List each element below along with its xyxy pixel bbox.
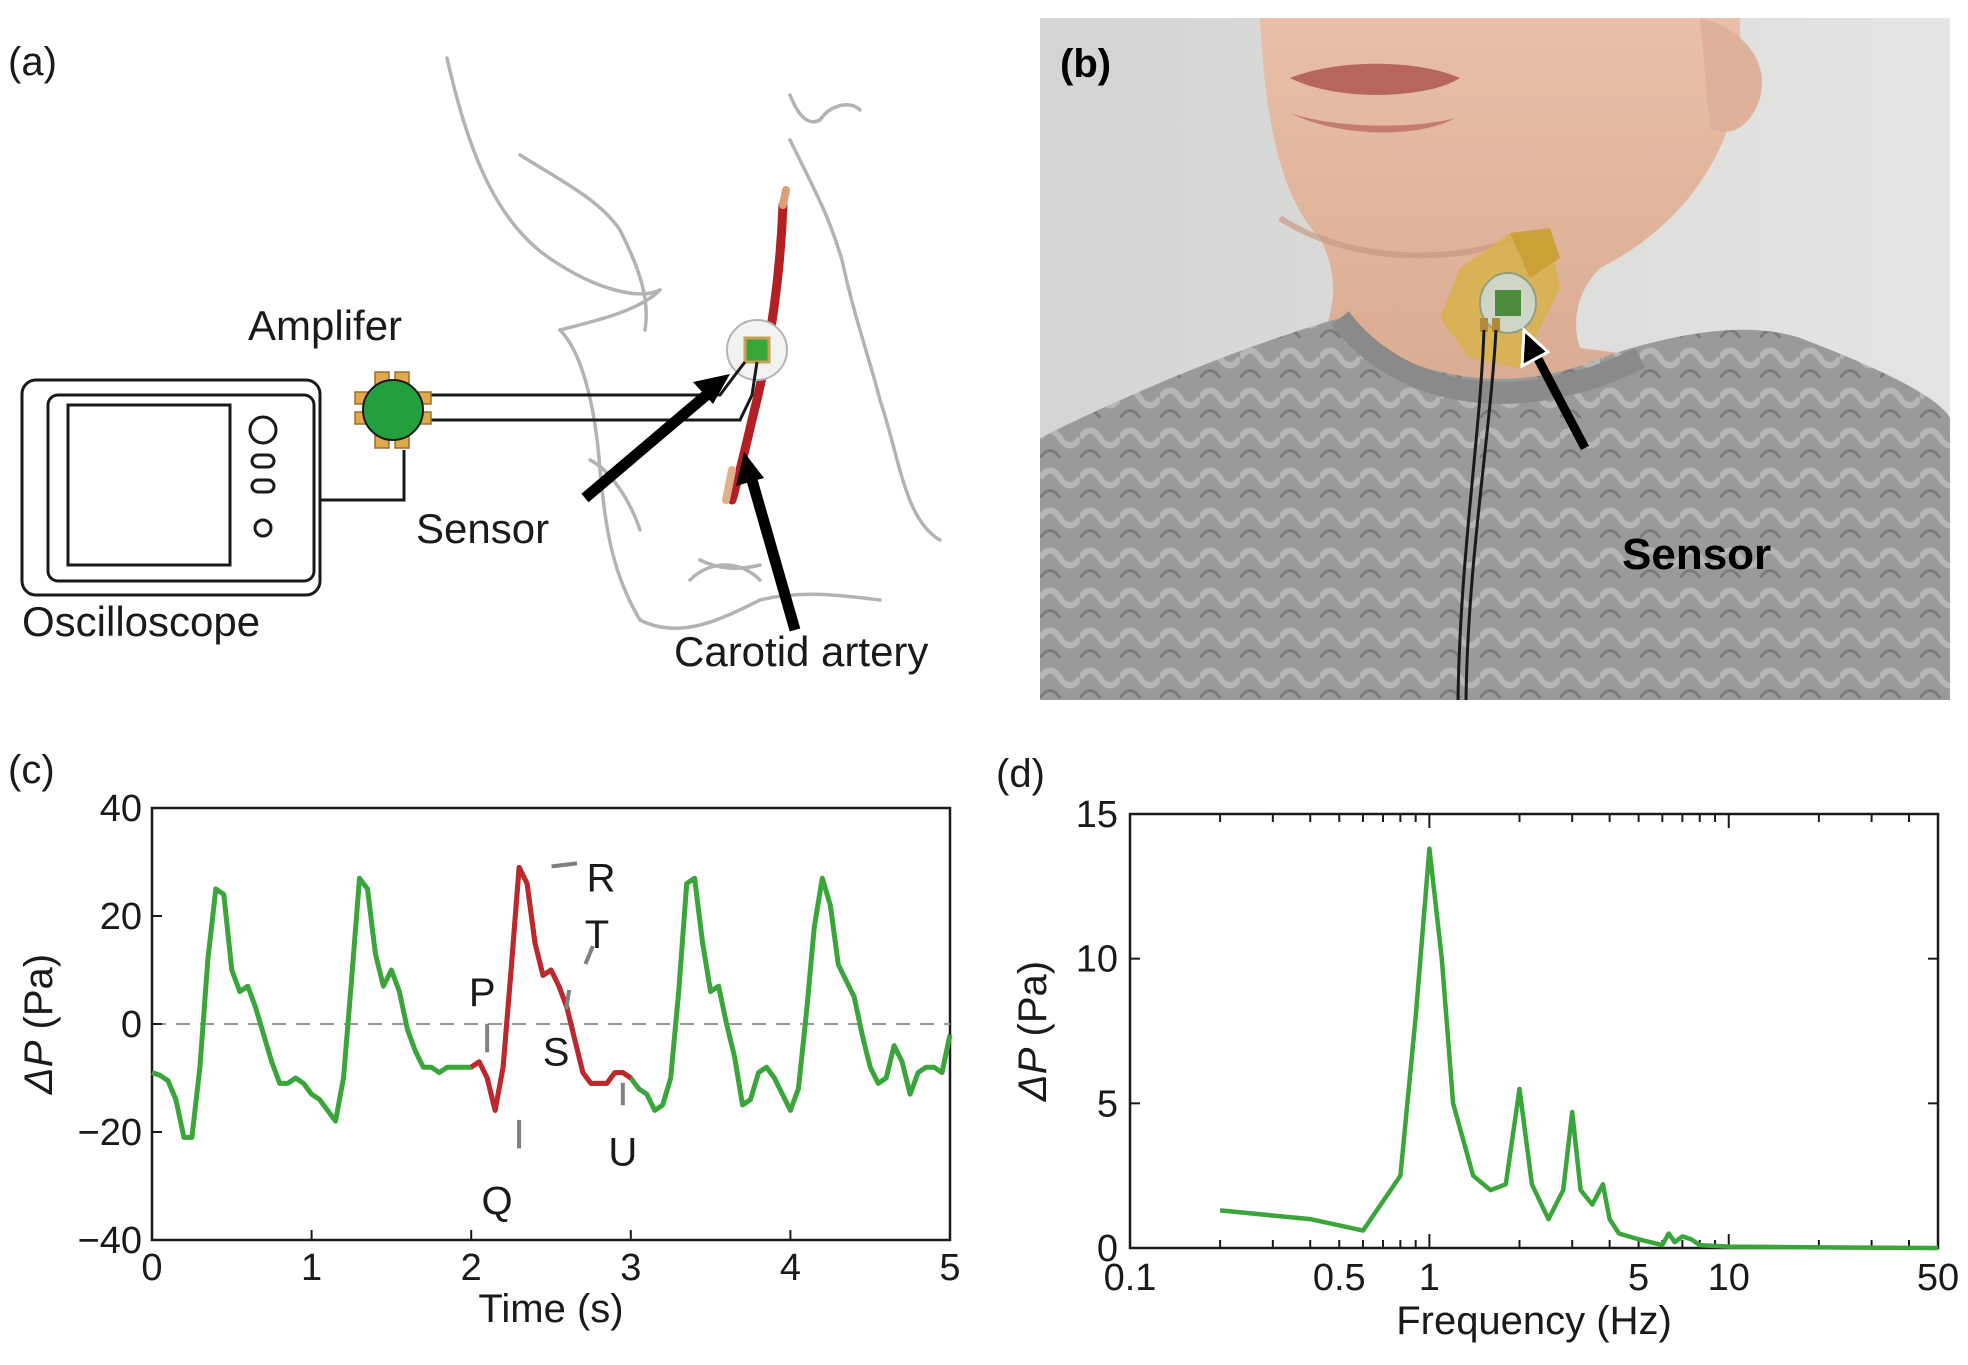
y-axis-symbol: ΔP <box>17 1040 61 1095</box>
y-tick-label: −40 <box>78 1220 142 1262</box>
signal-line <box>151 864 953 1140</box>
sensor-chip <box>743 336 771 364</box>
sensor-label-a: Sensor <box>416 505 550 552</box>
x-tick-label: 3 <box>620 1247 641 1289</box>
amplifier-label: Amplifer <box>248 302 403 349</box>
y-tick-label: 20 <box>100 896 142 938</box>
oscilloscope <box>20 378 322 597</box>
x-tick-label: 0 <box>141 1247 162 1289</box>
wave-point-q: Q <box>482 1119 522 1223</box>
wave-point-label: U <box>608 1130 637 1174</box>
x-tick-label: 50 <box>1917 1257 1959 1299</box>
wave-point-arrow <box>564 989 572 1010</box>
x-tick-label: 5 <box>939 1247 960 1289</box>
wave-point-arrow <box>583 945 595 965</box>
y-tick-label: 0 <box>121 1004 142 1046</box>
panel-label-a: (a) <box>8 40 57 84</box>
x-tick-label: 1 <box>301 1247 322 1289</box>
x-tick-label: 0.1 <box>1104 1257 1157 1299</box>
cables <box>320 361 759 502</box>
plot-frame <box>1128 812 1940 1250</box>
wave-point-arrow <box>551 861 578 869</box>
oscilloscope-label: Oscilloscope <box>22 598 261 645</box>
wave-point-s: S <box>543 989 572 1075</box>
y-tick-label: 5 <box>1097 1083 1118 1125</box>
y-tick-label: 10 <box>1076 939 1118 981</box>
wave-point-u: U <box>608 1082 637 1174</box>
wave-point-label: S <box>543 1031 570 1075</box>
y-axis-unit: (Pa) <box>1011 961 1055 1048</box>
x-tick-label: 2 <box>461 1247 482 1289</box>
y-axis-symbol: ΔP <box>1011 1047 1055 1102</box>
panel-label-b: (b) <box>1060 42 1112 86</box>
y-axis-unit: (Pa) <box>17 954 61 1041</box>
y-tick-label: −20 <box>78 1112 142 1154</box>
spectrum-line <box>1219 846 1939 1251</box>
y-axis-label: ΔP (Pa) <box>1011 961 1055 1102</box>
wave-point-t: T <box>583 913 609 965</box>
y-tick-label: 15 <box>1076 794 1118 836</box>
x-tick-label: 0.5 <box>1313 1257 1366 1299</box>
wave-point-r: R <box>551 856 616 900</box>
wave-point-p: P <box>469 971 496 1053</box>
setup-schematic <box>20 56 942 632</box>
x-axis-label: Time (s) <box>478 1287 623 1331</box>
wave-point-label: R <box>587 856 616 900</box>
x-tick-label: 10 <box>1708 1257 1750 1299</box>
head-neck-outline <box>445 56 942 630</box>
neck-sensor-photo: (b) Sensor <box>1040 18 1950 700</box>
single-beat-highlight <box>469 864 633 1113</box>
carotid-artery-label: Carotid artery <box>674 628 929 675</box>
sensor-label-b: Sensor <box>1622 530 1772 579</box>
y-tick-label: 40 <box>100 788 142 830</box>
y-tick-label: 0 <box>1097 1228 1118 1270</box>
x-tick-label: 5 <box>1628 1257 1649 1299</box>
x-axis-label: Frequency (Hz) <box>1396 1299 1672 1343</box>
x-tick-label: 4 <box>780 1247 801 1289</box>
wave-point-label: T <box>585 913 609 957</box>
wave-point-label: Q <box>482 1179 513 1223</box>
amplifier <box>354 371 432 449</box>
arrows <box>581 374 801 632</box>
wave-point-label: P <box>469 971 496 1015</box>
panel-label-d: (d) <box>996 752 1045 796</box>
y-axis-label: ΔP (Pa) <box>17 954 61 1095</box>
x-tick-label: 1 <box>1419 1257 1440 1299</box>
panel-label-c: (c) <box>8 748 55 792</box>
